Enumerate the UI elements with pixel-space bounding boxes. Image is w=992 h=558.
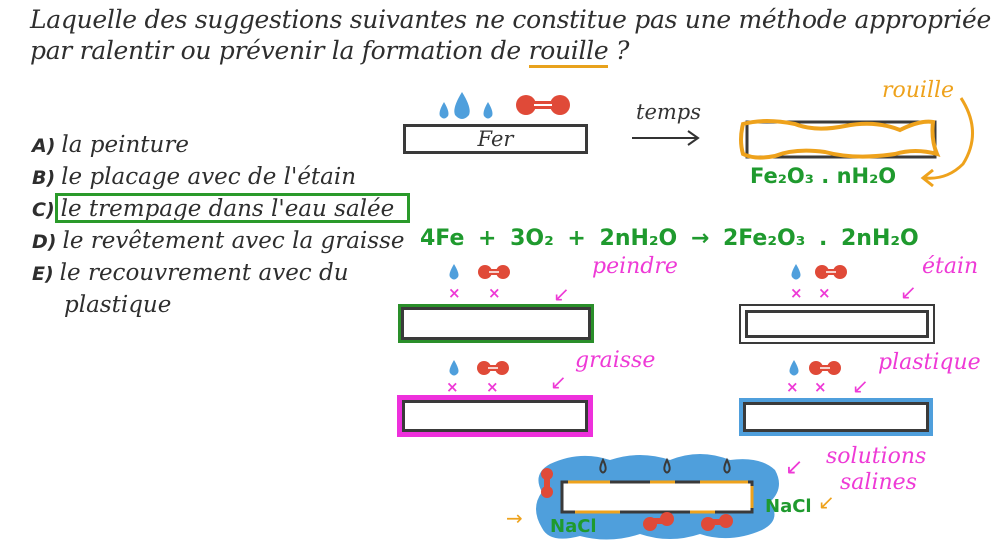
rusted-iron-bar: [739, 97, 974, 188]
nacl-label-right: NaCl: [765, 496, 812, 517]
saline-label: solutions salines: [826, 444, 927, 495]
plastic-coated-iron-bar: [743, 402, 929, 432]
water-drop-icon: [791, 264, 801, 280]
oxygen-molecule-icon: [477, 361, 509, 375]
time-arrow-icon: [632, 130, 700, 146]
answer-options: A)la peinture B)le placage avec de l'éta…: [32, 130, 405, 321]
blocked-reactants-tin: × ×: [790, 264, 847, 302]
water-drop-icon: [449, 264, 459, 280]
pointer-arrow-icon: ↙: [852, 374, 869, 398]
rust-formula: Fe₂O₃ . nH₂O: [750, 164, 897, 188]
iron-bar: Fer: [403, 124, 588, 154]
water-drop-icon: [789, 360, 799, 376]
oxygen-molecule-icon: [516, 95, 570, 115]
cross-icon: ×: [488, 284, 501, 302]
water-and-oxygen-icons: [439, 92, 570, 119]
nacl-label-left: NaCl: [550, 516, 597, 537]
rust-keyword: rouille: [528, 36, 609, 68]
option-c[interactable]: C)le trempage dans l'eau salée: [32, 196, 395, 222]
cross-icon: ×: [786, 378, 799, 396]
cross-icon: ×: [448, 284, 461, 302]
cross-icon: ×: [790, 284, 803, 302]
water-drop-icon: [449, 360, 459, 376]
pointer-arrow-icon: ↙: [818, 490, 835, 514]
option-e-continued: plastique: [64, 292, 172, 318]
rust-label: rouille: [882, 78, 955, 103]
greased-iron-bar: [402, 400, 588, 432]
option-d[interactable]: D)le revêtement avec la graisse: [32, 228, 405, 254]
saline-solution-diagram: [536, 454, 779, 540]
blocked-reactants-paint: × ×: [448, 264, 510, 302]
correct-answer-highlight: [55, 193, 410, 223]
oxygen-molecule-icon: [815, 265, 847, 279]
pointer-arrow-icon: ↙: [553, 282, 570, 306]
cross-icon: ×: [814, 378, 827, 396]
tin-label: étain: [922, 254, 979, 279]
pointer-arrow-icon: ↙: [550, 370, 567, 394]
time-label: temps: [636, 100, 701, 124]
grease-label: graisse: [575, 348, 656, 373]
plastic-label: plastique: [878, 350, 981, 375]
pointer-arrow-icon: ↙: [900, 280, 917, 304]
oxygen-molecule-icon: [541, 468, 733, 531]
cross-icon: ×: [446, 378, 459, 396]
blocked-reactants-grease: × ×: [446, 360, 509, 396]
water-drop-icon: [439, 92, 493, 119]
cross-icon: ×: [818, 284, 831, 302]
tin-plated-iron-bar: [739, 304, 935, 344]
option-a[interactable]: A)la peinture: [32, 132, 189, 158]
oxygen-molecule-icon: [809, 361, 841, 375]
water-drop-icon: [599, 457, 731, 474]
option-e[interactable]: E)le recouvrement avec du: [32, 260, 349, 286]
question-line-2: par ralentir ou prévenir la formation de…: [30, 35, 991, 68]
oxygen-molecule-icon: [478, 265, 510, 279]
iron-label: Fer: [477, 127, 514, 151]
rust-equation: 4Fe + 3O₂ + 2nH₂O → 2Fe₂O₃ . 2nH₂O: [420, 226, 919, 251]
option-b[interactable]: B)le placage avec de l'étain: [32, 164, 357, 190]
cross-icon: ×: [486, 378, 499, 396]
blocked-reactants-plastic: × ×: [786, 360, 841, 396]
pointer-arrow-icon: →: [506, 506, 523, 530]
paint-label: peindre: [592, 254, 678, 279]
pointer-arrow-icon: ↙: [785, 455, 804, 480]
question-text: Laquelle des suggestions suivantes ne co…: [30, 4, 992, 68]
question-line-1: Laquelle des suggestions suivantes ne co…: [30, 5, 992, 34]
painted-iron-bar: [401, 307, 591, 340]
